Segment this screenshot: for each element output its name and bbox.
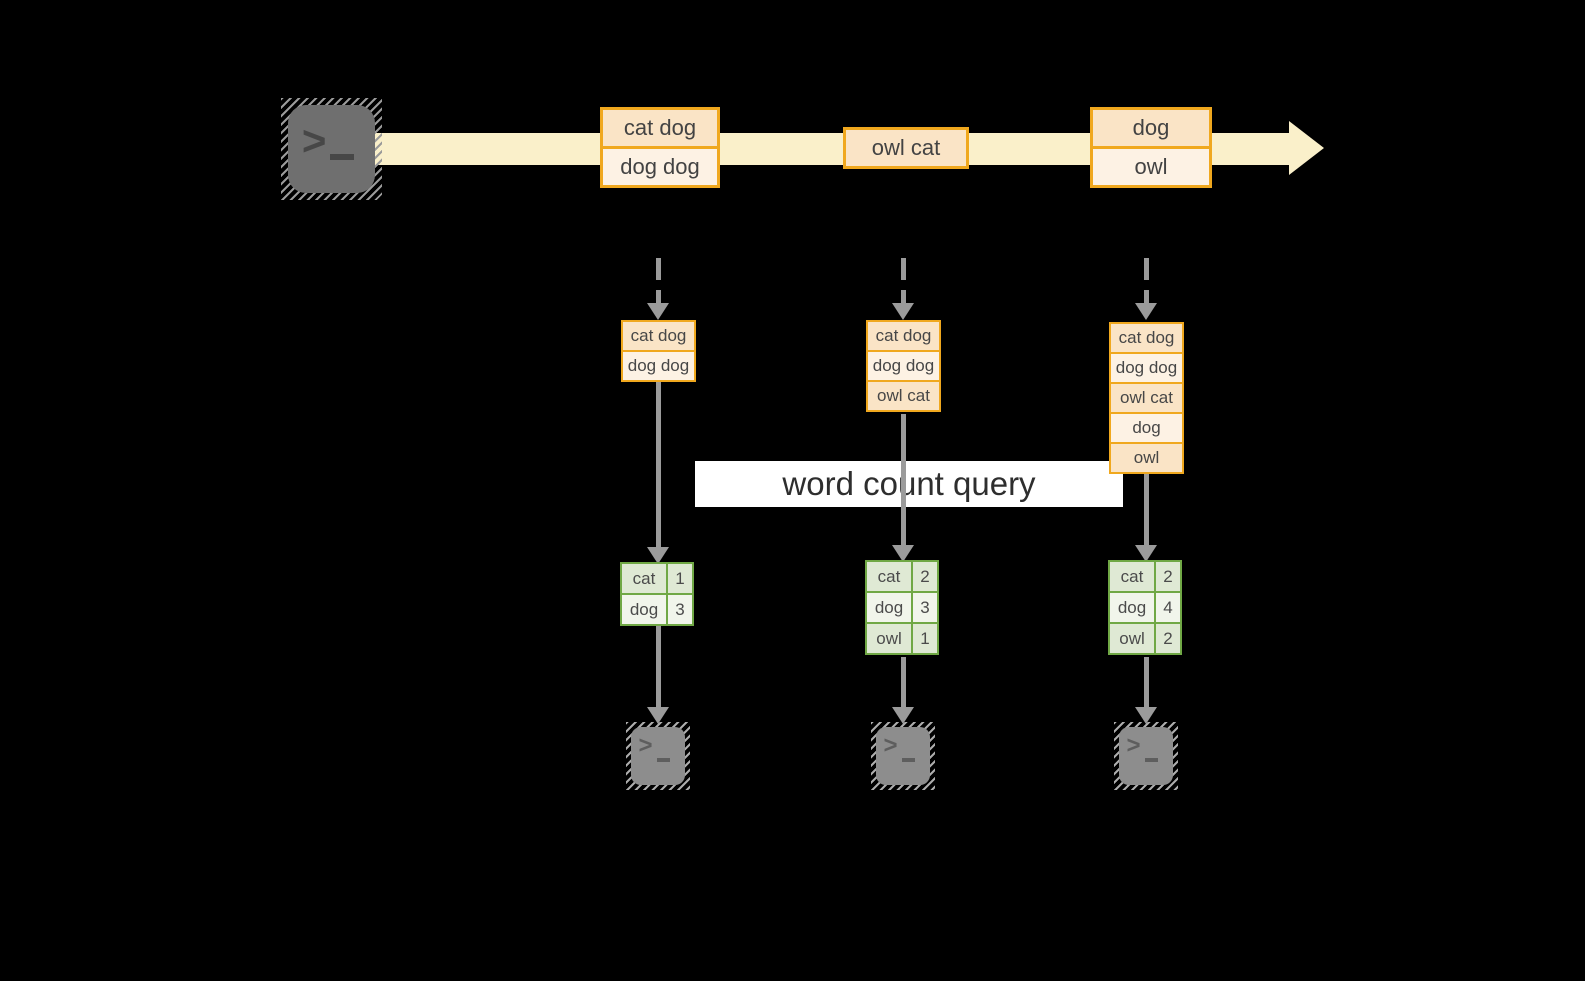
count-value-cell: 3 (668, 595, 692, 624)
stream-record-2: owl cat (843, 127, 969, 169)
word-count-table-3: cat 2 dog 4 owl 2 (1108, 560, 1182, 655)
ingest-arrow-2 (892, 258, 914, 320)
arrow-shaft (655, 626, 661, 709)
word-count-table-2: cat 2 dog 3 owl 1 (865, 560, 939, 655)
prompt-underscore-icon (1144, 758, 1158, 763)
buffer-row: owl cat (1111, 384, 1182, 412)
arrow-shaft (1143, 258, 1149, 305)
arrow-head (647, 547, 669, 564)
query-arrow-3 (1135, 474, 1157, 562)
arrow-head (892, 303, 914, 320)
buffer-row: owl (1111, 444, 1182, 472)
buffer-row: dog dog (868, 352, 939, 380)
count-value-cell: 1 (668, 564, 692, 593)
output-arrow-2 (892, 657, 914, 724)
buffer-row: dog dog (1111, 354, 1182, 382)
count-word-cell: dog (1110, 593, 1154, 622)
prompt-chevron-icon: > (301, 117, 327, 165)
terminal-sink-icon-3: > (1114, 722, 1178, 790)
output-arrow-1 (647, 626, 669, 724)
query-arrow-1 (647, 382, 669, 564)
count-value-cell: 4 (1156, 593, 1180, 622)
count-value-cell: 2 (1156, 562, 1180, 591)
prompt-chevron-icon: > (1126, 731, 1141, 759)
count-word-cell: cat (622, 564, 666, 593)
buffer-stack-2: cat dog dog dog owl cat (866, 320, 941, 412)
buffer-row: cat dog (868, 322, 939, 350)
terminal-sink-icon-1: > (626, 722, 690, 790)
query-label: word count query (782, 465, 1036, 502)
buffer-row: cat dog (623, 322, 694, 350)
arrow-head (647, 707, 669, 724)
buffer-row: owl cat (868, 382, 939, 410)
buffer-row: cat dog (1111, 324, 1182, 352)
arrow-shaft (1143, 657, 1149, 709)
count-value-cell: 1 (913, 624, 937, 653)
stream-record-row: owl (1093, 149, 1209, 185)
terminal-icon: > (631, 727, 685, 785)
arrow-shaft (655, 382, 661, 549)
output-arrow-3 (1135, 657, 1157, 724)
terminal-sink-icon-2: > (871, 722, 935, 790)
arrow-shaft (900, 414, 906, 547)
buffer-stack-1: cat dog dog dog (621, 320, 696, 382)
buffer-stack-3: cat dog dog dog owl cat dog owl (1109, 322, 1184, 474)
count-word-cell: owl (1110, 624, 1154, 653)
stream-arrow-head (1289, 121, 1324, 175)
prompt-chevron-icon: > (638, 731, 653, 759)
stream-record-row: cat dog (603, 110, 717, 146)
count-value-cell: 2 (913, 562, 937, 591)
prompt-underscore-icon (329, 154, 354, 161)
arrow-head (892, 707, 914, 724)
stream-record-row: dog dog (603, 149, 717, 185)
ingest-arrow-1 (647, 258, 669, 320)
stream-record-row: owl cat (846, 130, 966, 166)
buffer-row: dog (1111, 414, 1182, 442)
count-word-cell: cat (1110, 562, 1154, 591)
arrow-shaft (655, 258, 661, 305)
prompt-underscore-icon (901, 758, 915, 763)
stream-record-1: cat dog dog dog (600, 107, 720, 188)
count-word-cell: cat (867, 562, 911, 591)
ingest-arrow-3 (1135, 258, 1157, 320)
arrow-head (1135, 545, 1157, 562)
count-word-cell: dog (622, 595, 666, 624)
prompt-chevron-icon: > (883, 731, 898, 759)
count-word-cell: owl (867, 624, 911, 653)
terminal-icon: > (1119, 727, 1173, 785)
terminal-icon: > (288, 105, 375, 193)
arrow-shaft (900, 657, 906, 709)
arrow-shaft (900, 258, 906, 305)
arrow-head (1135, 707, 1157, 724)
terminal-icon: > (876, 727, 930, 785)
arrow-head (892, 545, 914, 562)
count-value-cell: 3 (913, 593, 937, 622)
buffer-row: dog dog (623, 352, 694, 380)
prompt-underscore-icon (656, 758, 670, 763)
count-value-cell: 2 (1156, 624, 1180, 653)
stream-record-row: dog (1093, 110, 1209, 146)
word-count-table-1: cat 1 dog 3 (620, 562, 694, 626)
arrow-head (647, 303, 669, 320)
arrow-shaft (1143, 474, 1149, 547)
query-arrow-2 (892, 414, 914, 562)
stream-record-3: dog owl (1090, 107, 1212, 188)
count-word-cell: dog (867, 593, 911, 622)
arrow-head (1135, 303, 1157, 320)
query-label-band: word count query (695, 461, 1123, 507)
terminal-source-icon: > (281, 98, 382, 200)
